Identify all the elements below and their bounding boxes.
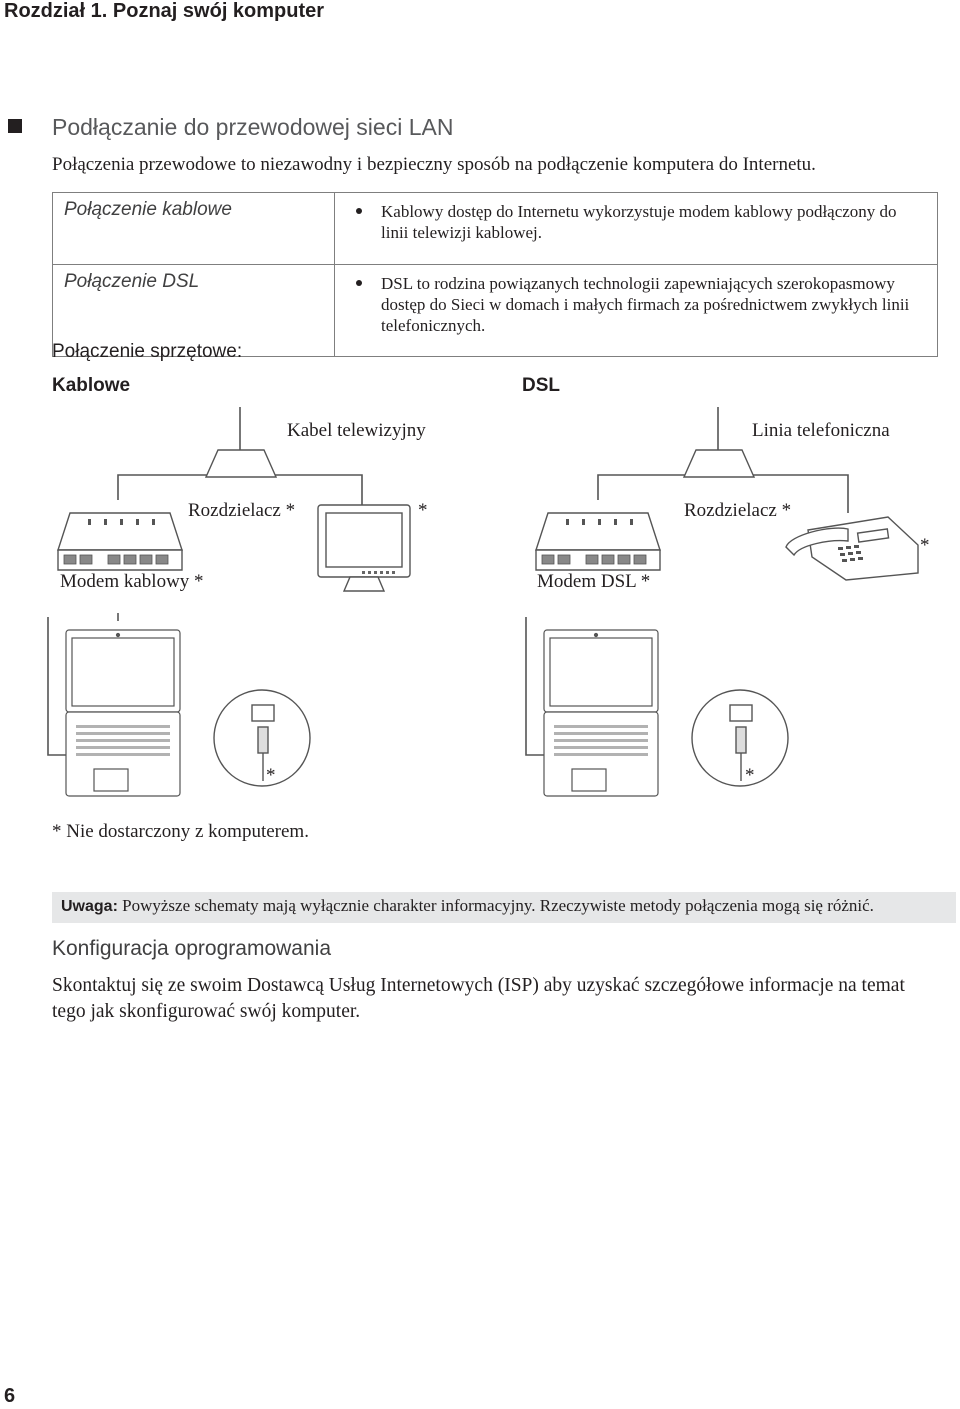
footnote: * Nie dostarczony z komputerem. [52, 821, 309, 842]
chapter-header: Rozdział 1. Poznaj swój komputer [4, 0, 325, 22]
splitter-left-icon [204, 449, 278, 478]
connection-diagram: Kabel telewizyjny Rozdzielacz * * Modem … [0, 395, 960, 800]
dsl-modem-label: Modem DSL * [537, 571, 651, 592]
desc-cable-cell: Kablowy dostęp do Internetu wykorzystuje… [334, 192, 938, 265]
software-body: Skontaktuj się ze swoim Dostawcą Usług I… [52, 975, 905, 1022]
splitter-right-icon [682, 449, 756, 478]
hardware-title: Połączenie sprzętowe: [52, 341, 243, 362]
section-bullet-icon [8, 119, 22, 133]
lan-cable-note-left: * [266, 765, 276, 786]
desc-dsl-cell: DSL to rodzina powiązanych technologii z… [334, 264, 938, 357]
cable-modem-label: Modem kablowy * [60, 571, 204, 592]
table-row: Połączenie DSL DSL to rodzina powiązanyc… [52, 264, 938, 357]
phone-note: * [920, 535, 930, 556]
cable-column-label: Kablowe [52, 375, 131, 396]
cable-modem-icon [57, 512, 183, 571]
monitor-note: * [418, 500, 428, 521]
laptop-right-icon [543, 629, 659, 797]
section-title: Podłączanie do przewodowej sieci LAN [52, 114, 454, 140]
term-cable: Połączenie kablowe [52, 192, 335, 265]
phone-line-label: Linia telefoniczna [752, 420, 890, 441]
lan-cable-note-right: * [745, 765, 755, 786]
telephone-icon [785, 516, 919, 581]
note-box [52, 892, 956, 923]
page-number: 6 [4, 1385, 16, 1407]
lan-port-detail-right-icon [691, 689, 789, 787]
intro-paragraph: Połączenia przewodowe to niezawodny i be… [52, 154, 816, 175]
tv-monitor-icon [317, 504, 411, 592]
dsl-column-label: DSL [522, 375, 560, 396]
laptop-left-icon [65, 629, 181, 797]
note: Uwaga: Powyższe schematy mają wyłącznie … [61, 896, 874, 916]
bullet-icon [356, 208, 362, 214]
desc-dsl: DSL to rodzina powiązanych technologii z… [381, 274, 910, 335]
tv-cable-label: Kabel telewizyjny [287, 420, 426, 441]
diagram-drawing [47, 407, 919, 797]
dsl-modem-icon [535, 512, 661, 571]
modem-laptop-cable-right [525, 617, 544, 756]
splitter-right-label: Rozdzielacz * [684, 500, 792, 521]
modem-laptop-cable-left [47, 617, 66, 756]
note-text: Powyższe schematy mają wyłącznie charakt… [122, 896, 874, 915]
lan-port-detail-left-icon [213, 689, 311, 787]
table-row: Połączenie kablowe Kablowy dostęp do Int… [52, 192, 938, 265]
splitter-left-label: Rozdzielacz * [188, 500, 296, 521]
software-title: Konfiguracja oprogramowania [52, 937, 331, 960]
term-dsl: Połączenie DSL [52, 264, 335, 357]
connection-types-table: Połączenie kablowe Kablowy dostęp do Int… [52, 192, 938, 357]
note-label: Uwaga: [61, 898, 118, 915]
desc-cable: Kablowy dostęp do Internetu wykorzystuje… [381, 202, 897, 242]
bullet-icon [356, 280, 362, 286]
